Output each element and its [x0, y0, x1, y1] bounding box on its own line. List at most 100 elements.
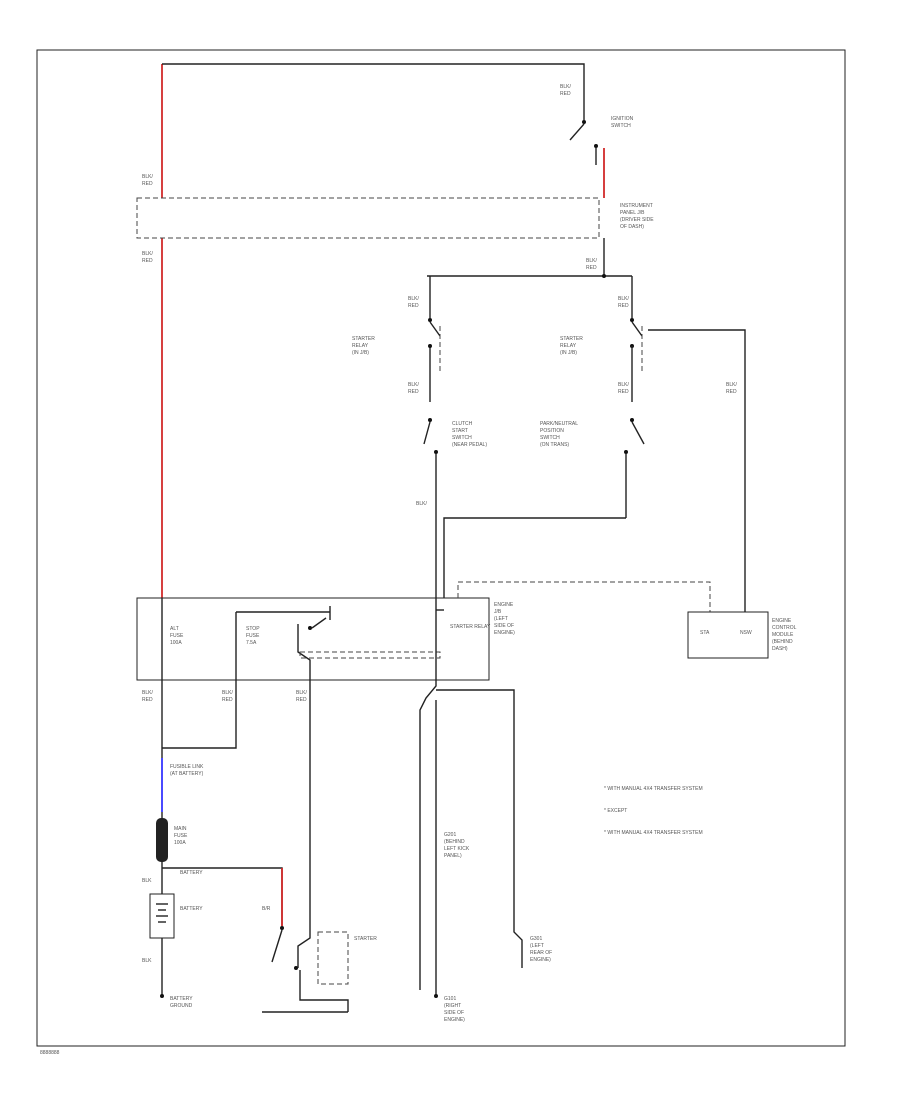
svg-text:RELAY: RELAY: [560, 343, 577, 349]
wire-label-w8-0: BLK/: [618, 296, 629, 302]
wire-label-w6-1: RED: [408, 389, 419, 395]
svg-text:(BEHIND: (BEHIND: [444, 839, 465, 845]
svg-text:(IN J/B): (IN J/B): [560, 350, 577, 356]
wire-label-w4-1: RED: [586, 265, 597, 271]
wire-label-w5-0: BLK/: [408, 296, 419, 302]
ground-a-label: G101 (RIGHT SIDE OF ENGINE): [444, 996, 465, 1023]
svg-text:G101: G101: [444, 996, 456, 1002]
svg-text:ENGINE: ENGINE: [494, 602, 514, 608]
svg-text:FUSE: FUSE: [170, 633, 184, 639]
svg-text:SIDE OF: SIDE OF: [494, 623, 514, 629]
svg-text:BATTERY: BATTERY: [170, 996, 193, 1002]
svg-text:PANEL): PANEL): [444, 853, 462, 859]
engine-jb-label: ENGINE J/B (LEFT SIDE OF ENGINE): [494, 602, 515, 636]
fusible-link-label: FUSIBLE LINK (AT BATTERY): [170, 764, 204, 777]
svg-text:SWITCH: SWITCH: [540, 435, 560, 441]
starter: B/R STARTER: [262, 680, 377, 1013]
clutch-start-switch: CLUTCH START SWITCH (NEAR PEDAL): [423, 418, 487, 598]
wire-label-w10-1: RED: [726, 389, 737, 395]
svg-text:MODULE: MODULE: [772, 632, 794, 638]
svg-text:(IN J/B): (IN J/B): [352, 350, 369, 356]
svg-text:STARTER: STARTER: [352, 336, 375, 342]
svg-text:(ON TRANS): (ON TRANS): [540, 442, 569, 448]
main-fuse-label: MAIN FUSE 100A: [174, 826, 188, 846]
wire-label-w13-0: BLK/: [296, 690, 307, 696]
fuse-stop: STOP FUSE 7.5A: [235, 612, 260, 680]
legend: * WITH MANUAL 4X4 TRANSFER SYSTEM * EXCE…: [604, 786, 703, 836]
battery-top-label: BATTERY: [180, 870, 203, 876]
svg-text:G301: G301: [530, 936, 542, 942]
park-neutral-switch: PARK/NEUTRAL POSITION SWITCH (ON TRANS): [540, 418, 645, 518]
ground-c-label: G301 (LEFT REAR OF ENGINE): [530, 936, 552, 963]
svg-text:BATTERY: BATTERY: [180, 906, 203, 912]
ecm-box: [687, 611, 769, 659]
legend-item-3: * WITH MANUAL 4X4 TRANSFER SYSTEM: [604, 830, 703, 836]
wire-pn-switch-return: [443, 517, 626, 598]
svg-text:RELAY: RELAY: [352, 343, 369, 349]
svg-text:SIDE OF: SIDE OF: [444, 1010, 464, 1016]
wire-label-w14-0: BLK: [142, 878, 152, 884]
wire-top-bus: [162, 63, 585, 120]
svg-text:FUSE: FUSE: [174, 833, 188, 839]
diagram-border: [36, 49, 846, 1047]
svg-text:LEFT KICK: LEFT KICK: [444, 846, 470, 852]
fuse-block-box: [136, 197, 600, 239]
wire-label-w9-0: BLK/: [618, 382, 629, 388]
ground-b-label: G201 (BEHIND LEFT KICK PANEL): [444, 832, 470, 859]
svg-text:G201: G201: [444, 832, 456, 838]
svg-text:(NEAR PEDAL): (NEAR PEDAL): [452, 442, 487, 448]
svg-text:STARTER: STARTER: [560, 336, 583, 342]
svg-text:START: START: [452, 428, 468, 434]
svg-text:J/B: J/B: [494, 609, 502, 615]
svg-text:(LEFT: (LEFT: [494, 616, 508, 622]
svg-text:CLUTCH: CLUTCH: [452, 421, 473, 427]
svg-text:(DRIVER SIDE: (DRIVER SIDE: [620, 217, 654, 223]
wire-label-w5-1: RED: [408, 303, 419, 309]
svg-text:(AT BATTERY): (AT BATTERY): [170, 771, 204, 777]
battery-ground: BATTERY GROUND: [160, 994, 193, 1009]
engine-jb-box: [136, 597, 490, 681]
svg-text:PANEL J/B: PANEL J/B: [620, 210, 645, 216]
svg-text:MAIN: MAIN: [174, 826, 187, 832]
ecm-label: ENGINE CONTROL MODULE (BEHIND DASH): [772, 618, 797, 652]
wire-label-w10-0: BLK/: [726, 382, 737, 388]
svg-text:OF DASH): OF DASH): [620, 224, 644, 230]
svg-text:STARTER: STARTER: [354, 936, 377, 942]
wire-label-w16-0: B/R: [262, 906, 271, 912]
svg-text:(RIGHT: (RIGHT: [444, 1003, 461, 1009]
svg-text:100A: 100A: [170, 640, 182, 646]
svg-text:ENGINE): ENGINE): [444, 1017, 465, 1023]
legend-item-1: * WITH MANUAL 4X4 TRANSFER SYSTEM: [604, 786, 703, 792]
wire-label-w7-0: BLK/: [416, 501, 427, 507]
svg-text:ENGINE: ENGINE: [772, 618, 792, 624]
battery: BATTERY: [149, 893, 203, 939]
svg-text:POSITION: POSITION: [540, 428, 564, 434]
svg-text:ALT: ALT: [170, 626, 179, 632]
engine-jb-starter-relay: STARTER RELAY: [236, 598, 491, 680]
wire-label-w13-1: RED: [296, 697, 307, 703]
ignition-switch: IGNITION SWITCH: [569, 116, 634, 198]
svg-text:FUSE: FUSE: [246, 633, 260, 639]
wire-jb-to-ecm: [457, 581, 711, 612]
svg-text:GROUND: GROUND: [170, 1003, 193, 1009]
ecm-pin-nsw: NSW: [740, 630, 752, 636]
wire-label-w6-0: BLK/: [408, 382, 419, 388]
relay-b: STARTER RELAY (IN J/B): [560, 276, 746, 612]
wire-label-w2-0: BLK/: [142, 174, 153, 180]
wire-relay-coil-b: [436, 689, 515, 910]
svg-text:STARTER RELAY: STARTER RELAY: [450, 624, 491, 630]
svg-text:(BEHIND: (BEHIND: [772, 639, 793, 645]
svg-text:SWITCH: SWITCH: [452, 435, 472, 441]
svg-text:100A: 100A: [174, 840, 186, 846]
fuse-alt: ALT FUSE 100A: [161, 598, 184, 680]
fuse-block-label: INSTRUMENT PANEL J/B (DRIVER SIDE OF DAS…: [620, 203, 654, 230]
ignition-switch-label-0: IGNITION: [611, 116, 634, 122]
wire-label-w1-0: BLK/: [560, 84, 571, 90]
ecm-pin-sta: STA: [700, 630, 710, 636]
ignition-switch-label-1: SWITCH: [611, 123, 631, 129]
wire-label-w4-0: BLK/: [586, 258, 597, 264]
wire-label-w9-1: RED: [618, 389, 629, 395]
svg-text:CONTROL: CONTROL: [772, 625, 797, 631]
wire-label-w8-1: RED: [618, 303, 629, 309]
svg-text:INSTRUMENT: INSTRUMENT: [620, 203, 653, 209]
